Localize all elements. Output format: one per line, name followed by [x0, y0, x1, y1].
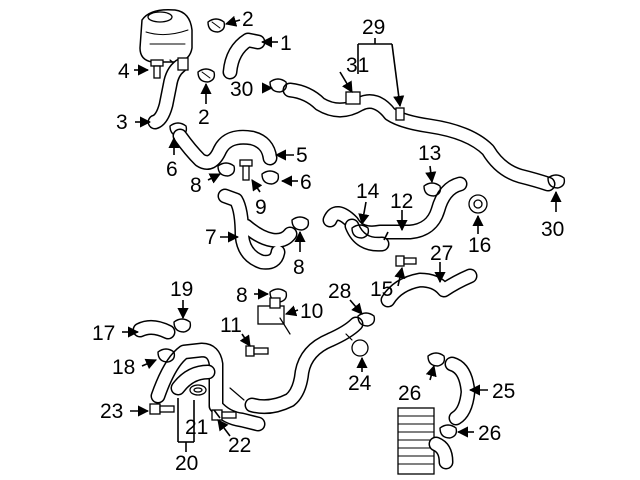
callout-25: 25 — [492, 380, 515, 403]
callout-28: 28 — [328, 280, 351, 303]
callout-30a: 30 — [230, 78, 253, 101]
callout-20: 20 — [175, 452, 198, 475]
hose-1 — [222, 32, 266, 80]
callout-4: 4 — [118, 60, 130, 83]
callout-17: 17 — [92, 322, 115, 345]
hose-3 — [147, 57, 189, 130]
bolt-9 — [239, 159, 253, 181]
callout-8a: 8 — [190, 174, 202, 197]
callout-3: 3 — [116, 111, 128, 134]
callout-6a: 6 — [166, 158, 178, 181]
callout-9: 9 — [255, 196, 267, 219]
bolt-4 — [150, 59, 164, 79]
clamp-2-top — [207, 18, 226, 33]
callout-26a: 26 — [398, 382, 421, 405]
callout-21: 21 — [185, 416, 208, 439]
callout-18: 18 — [112, 356, 135, 379]
clamp-19 — [173, 318, 192, 333]
fitting-24 — [345, 333, 369, 357]
coolant-reservoir — [139, 8, 193, 77]
callout-26b: 26 — [478, 422, 501, 445]
callout-2a: 2 — [242, 8, 254, 31]
hose-12 — [322, 176, 468, 252]
callout-31: 31 — [346, 54, 369, 77]
hose-27 — [380, 268, 478, 308]
clamp-18 — [157, 348, 176, 363]
callout-16: 16 — [468, 234, 491, 257]
hose-17 — [132, 319, 176, 340]
clamp-8-mid — [291, 216, 310, 231]
leader-lines — [122, 15, 562, 452]
clamp-2-lower — [197, 68, 216, 83]
clamp-26-lower — [428, 424, 458, 470]
callout-2b: 2 — [198, 106, 210, 129]
hose-25 — [444, 356, 476, 426]
bolt-15 — [395, 255, 417, 267]
callout-15: 15 — [370, 278, 393, 301]
lower-return-hose — [244, 316, 364, 415]
callout-27: 27 — [430, 242, 453, 265]
clamp-6-right — [261, 170, 280, 185]
coolant-pipe-20 — [150, 342, 266, 432]
callout-7: 7 — [205, 226, 217, 249]
clamp-30-right — [547, 174, 566, 189]
callout-5: 5 — [296, 144, 308, 167]
callout-14: 14 — [356, 180, 380, 203]
clamp-8-upper — [217, 162, 236, 177]
valve-10 — [257, 297, 291, 335]
callout-10: 10 — [300, 300, 323, 323]
callout-22: 22 — [228, 434, 251, 457]
callout-labels: 1 2 2 3 4 5 6 6 7 8 8 8 9 10 11 12 13 14… — [92, 8, 564, 475]
clamp-28 — [357, 312, 376, 327]
clamp-13 — [423, 182, 442, 197]
callout-23: 23 — [100, 400, 123, 423]
callout-6b: 6 — [300, 171, 312, 194]
callout-24: 24 — [348, 372, 372, 395]
clamp-30-left — [269, 78, 288, 93]
callout-29: 29 — [362, 16, 385, 39]
callout-8b: 8 — [293, 256, 305, 279]
callout-30b: 30 — [541, 218, 564, 241]
bolt-11 — [245, 345, 269, 357]
cap-16 — [468, 194, 488, 214]
callout-13: 13 — [418, 142, 441, 165]
callout-11: 11 — [220, 314, 242, 337]
bolt-23 — [149, 403, 175, 415]
callout-1: 1 — [280, 32, 292, 55]
callout-12: 12 — [390, 190, 413, 213]
callout-8c: 8 — [236, 284, 248, 307]
callout-19: 19 — [170, 278, 193, 301]
upper-hose-29 — [282, 82, 556, 192]
hose-7 — [217, 188, 298, 270]
clamp-26-upper — [427, 352, 446, 367]
hose-5 — [172, 128, 278, 170]
oil-cooler — [397, 407, 435, 475]
